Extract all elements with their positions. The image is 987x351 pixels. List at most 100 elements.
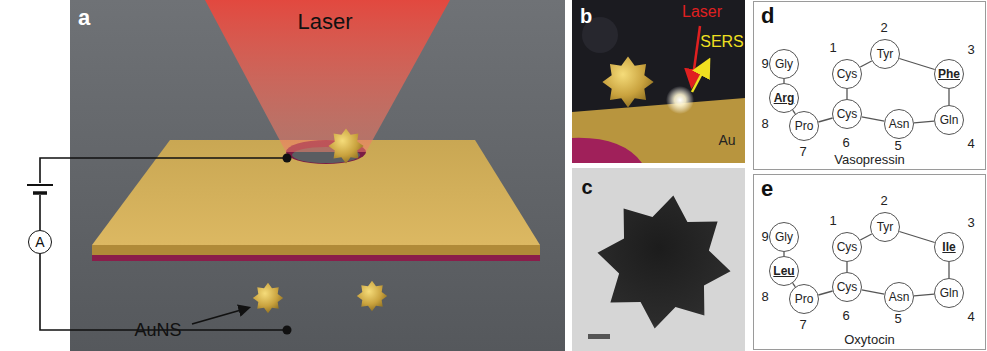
panel-letter: c [581,177,592,197]
wire [40,158,287,183]
residue-name: Tyr [877,220,894,234]
residue-name: Asn [889,117,910,131]
peptide-bond [846,262,847,272]
amino-acid-circle: Phe [934,59,964,89]
gold-nanostar [328,128,363,163]
peptide-bond [818,291,832,295]
peptide-bond [860,61,871,67]
laser-label: Laser [682,4,722,20]
amino-acid-circle: Asn [884,109,914,139]
gold-plate [92,140,540,245]
hotspot-glow [666,86,694,114]
residue-name: Gly [775,57,793,71]
laser-label: Laser [297,11,352,33]
amino-acid-circle: Cys [832,99,862,129]
residue-number: 3 [967,216,974,229]
residue-number: 9 [761,57,768,70]
residue-name: Tyr [877,47,894,61]
peptide-bond [846,89,847,99]
terminal-dot [283,326,292,335]
peptide-bond [948,89,949,105]
gold-surface [572,98,745,163]
panel-letter: b [580,6,592,26]
peptide-bond [899,232,934,243]
residue-name: Arg [774,91,795,105]
amino-acid-circle: Cys [832,232,862,262]
amino-acid-circle: Pro [789,111,819,141]
residue-name: Gly [775,230,793,244]
residue-number: 1 [829,214,836,227]
panel-background [70,0,565,351]
peptide-bond [818,118,832,122]
amino-acid-circle: Ile [934,232,964,262]
panel-background [572,168,745,351]
tem-nanostar [588,186,740,338]
amino-acid-circle: Gly [769,49,799,79]
peptide-bond [948,262,949,278]
amino-acid-circle: Arg [769,83,799,113]
peptide-bond [914,294,934,296]
residue-number: 1 [829,41,836,54]
laser-arrow [692,26,700,84]
peptide-bond [862,117,885,121]
amino-acid-circle: Tyr [870,212,900,242]
peptide-name: Oxytocin [754,332,985,347]
residue-name: Pro [795,292,814,306]
battery-symbol [27,184,53,186]
amino-acid-circle: Gln [934,105,964,135]
amino-acid-circle: Cys [832,272,862,302]
terminal-dot [283,154,292,163]
residue-name: Phe [938,67,960,81]
wire [39,195,41,230]
residue-number: 2 [880,194,887,207]
residue-number: 7 [799,318,806,331]
peptide-panel: dVasopressin Cys TyrPheGln Asn CysProArg Gly [753,1,986,170]
peptide-bond [862,290,885,294]
laser-beam [205,0,450,152]
residue-name: Leu [773,264,794,278]
panel-letter: e [761,176,773,202]
wire [40,254,287,330]
residue-name: Cys [837,240,858,254]
amino-acid-circle: Leu [769,256,799,286]
residue-name: Pro [795,119,814,133]
amino-acid-circle: Cys [832,59,862,89]
residue-number: 6 [842,136,849,149]
peptide-bond [899,59,934,70]
residue-name: Gln [940,286,959,300]
surface-label: Au [718,133,735,147]
residue-number: 5 [894,139,901,152]
residue-name: Cys [837,107,858,121]
gold-nanostar [357,281,387,311]
panel-letter: a [78,7,90,29]
membrane-layer [572,138,642,163]
amino-acid-circle: Asn [884,282,914,312]
peptide-panel: eOxytocin Cys TyrIleGln Asn CysProLeu Gly [753,174,986,350]
peptide-name: Vasopressin [754,152,985,167]
sers-label: SERS [700,34,744,50]
ammeter-symbol: A [28,230,52,254]
residue-number: 4 [967,310,974,323]
residue-number: 5 [894,312,901,325]
residue-name: Ile [942,240,955,254]
residue-name: Cys [837,280,858,294]
residue-number: 4 [967,137,974,150]
peptide-bond [860,234,871,240]
residue-number: 3 [967,43,974,56]
residue-number: 7 [799,145,806,158]
residue-number: 8 [761,290,768,303]
amino-acid-circle: Tyr [870,39,900,69]
battery-symbol [33,191,47,195]
gold-nanostar [602,56,653,107]
residue-number: 9 [761,230,768,243]
membrane-layer [92,255,540,261]
panel-letter: d [761,3,774,29]
residue-number: 2 [880,21,887,34]
ammeter-letter: A [35,234,44,250]
plate-edge [92,245,540,255]
gold-nanostar [253,283,283,313]
residue-number: 8 [761,117,768,130]
scale-bar [588,334,610,339]
amino-acid-circle: Gly [769,222,799,252]
